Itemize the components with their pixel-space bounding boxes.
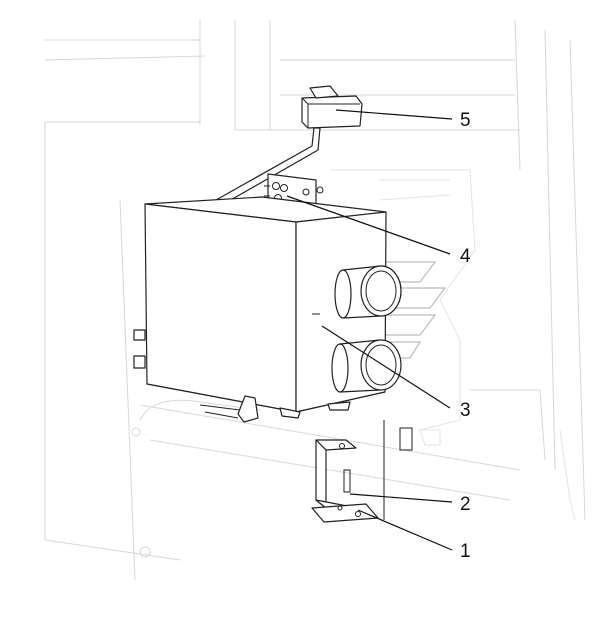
callout-1: 1 <box>460 541 471 562</box>
callout-labels: 5 4 3 2 1 <box>460 110 471 562</box>
leader-lines <box>286 109 453 551</box>
leader-2 <box>349 493 453 503</box>
support-bracket <box>311 420 413 523</box>
leader-3 <box>321 325 451 409</box>
background-frame <box>44 19 586 581</box>
leader-4 <box>286 195 451 255</box>
leader-5 <box>335 109 453 120</box>
heater-box <box>133 196 402 423</box>
callout-5: 5 <box>460 110 471 131</box>
callout-4: 4 <box>460 246 471 267</box>
leader-1 <box>357 509 453 551</box>
callout-3: 3 <box>460 400 471 421</box>
callout-2: 2 <box>460 494 471 515</box>
